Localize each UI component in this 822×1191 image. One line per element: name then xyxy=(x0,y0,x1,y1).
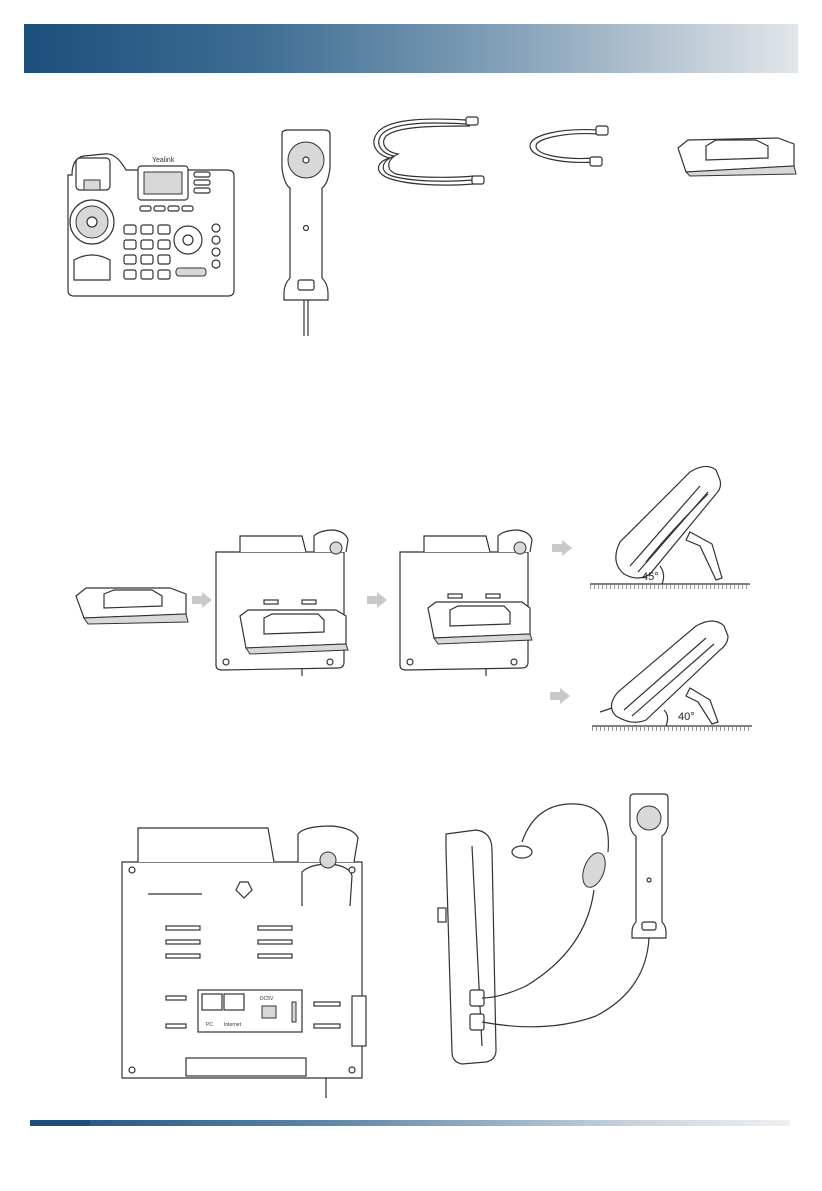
port-dc-label: DC5V xyxy=(260,996,274,1002)
phone-unit-icon: Yealink xyxy=(66,150,236,305)
phone-side-45-icon: 45° xyxy=(590,462,750,599)
port-internet-label: Internet xyxy=(224,1022,242,1028)
port-pc-label: PC xyxy=(206,1022,213,1028)
angle-40-label: 40° xyxy=(678,711,695,723)
stand-icon xyxy=(676,136,800,183)
phone-side-40-icon: 40° xyxy=(592,612,752,743)
arrow-icon xyxy=(552,540,572,561)
ethernet-cable-icon xyxy=(524,124,614,179)
phone-side-headset-icon xyxy=(436,790,676,1079)
brand-label: Yealink xyxy=(152,157,175,164)
phone-back-stand-step2 xyxy=(394,530,544,685)
phone-back-stand-step1 xyxy=(210,530,360,685)
stand-icon xyxy=(74,586,190,631)
coiled-cord-icon xyxy=(370,114,490,199)
header-bar xyxy=(24,24,798,73)
arrow-icon xyxy=(367,592,387,613)
footer-bar xyxy=(30,1120,790,1126)
arrow-icon xyxy=(550,688,570,709)
handset-icon xyxy=(278,128,334,343)
arrow-icon xyxy=(192,592,212,613)
phone-rear-ports-icon: PC Internet DC5V xyxy=(118,826,370,1103)
angle-45-label: 45° xyxy=(642,571,659,583)
